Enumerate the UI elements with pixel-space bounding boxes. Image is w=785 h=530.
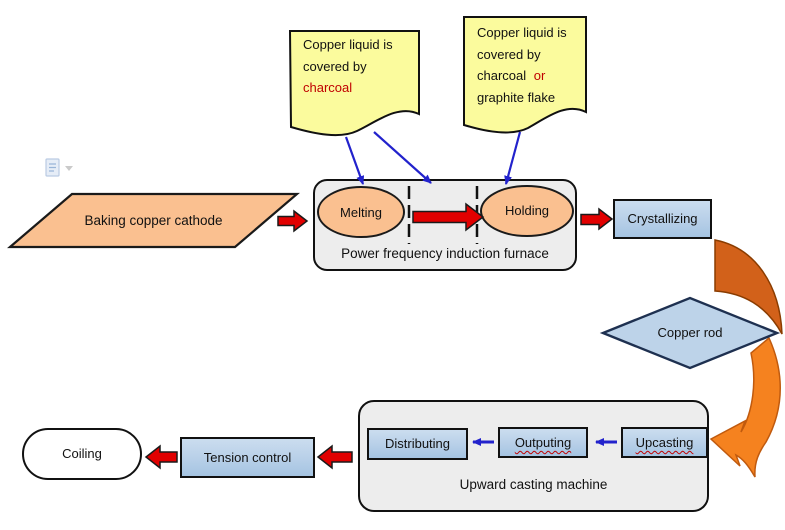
orange-curve-crystallizing-to-copper-rod[interactable] xyxy=(714,239,783,335)
distributing-box[interactable] xyxy=(367,428,468,460)
coiling-shape[interactable] xyxy=(22,428,142,480)
holding-ellipse[interactable] xyxy=(480,185,574,237)
melting-ellipse[interactable] xyxy=(317,186,405,238)
paste-options-icon[interactable] xyxy=(45,158,73,177)
note-charcoal-or-graphite-shape[interactable] xyxy=(463,16,587,134)
copper-rod-diamond[interactable] xyxy=(599,296,781,370)
baking-copper-cathode-parallelogram[interactable] xyxy=(7,192,300,249)
red-arrow-tension-to-coiling[interactable] xyxy=(144,444,178,470)
connector-note2-to-holding[interactable] xyxy=(504,131,522,185)
note-charcoal-shape[interactable] xyxy=(288,30,420,137)
connector-note1-to-melting[interactable] xyxy=(344,136,365,185)
orange-curve-copper-rod-to-upcasting[interactable] xyxy=(709,336,781,478)
crystallizing-box[interactable] xyxy=(613,199,712,239)
outputing-box[interactable] xyxy=(498,427,588,458)
upcasting-box[interactable] xyxy=(621,427,708,458)
tension-control-box[interactable] xyxy=(180,437,315,478)
connector-note1-to-furnace[interactable] xyxy=(373,131,432,184)
red-arrow-furnace-to-crystallizing[interactable] xyxy=(580,207,614,231)
red-arrow-casting-to-tension[interactable] xyxy=(316,444,353,470)
red-arrow-baking-to-furnace[interactable] xyxy=(277,209,309,233)
red-arrow-melting-to-holding[interactable] xyxy=(412,202,485,232)
